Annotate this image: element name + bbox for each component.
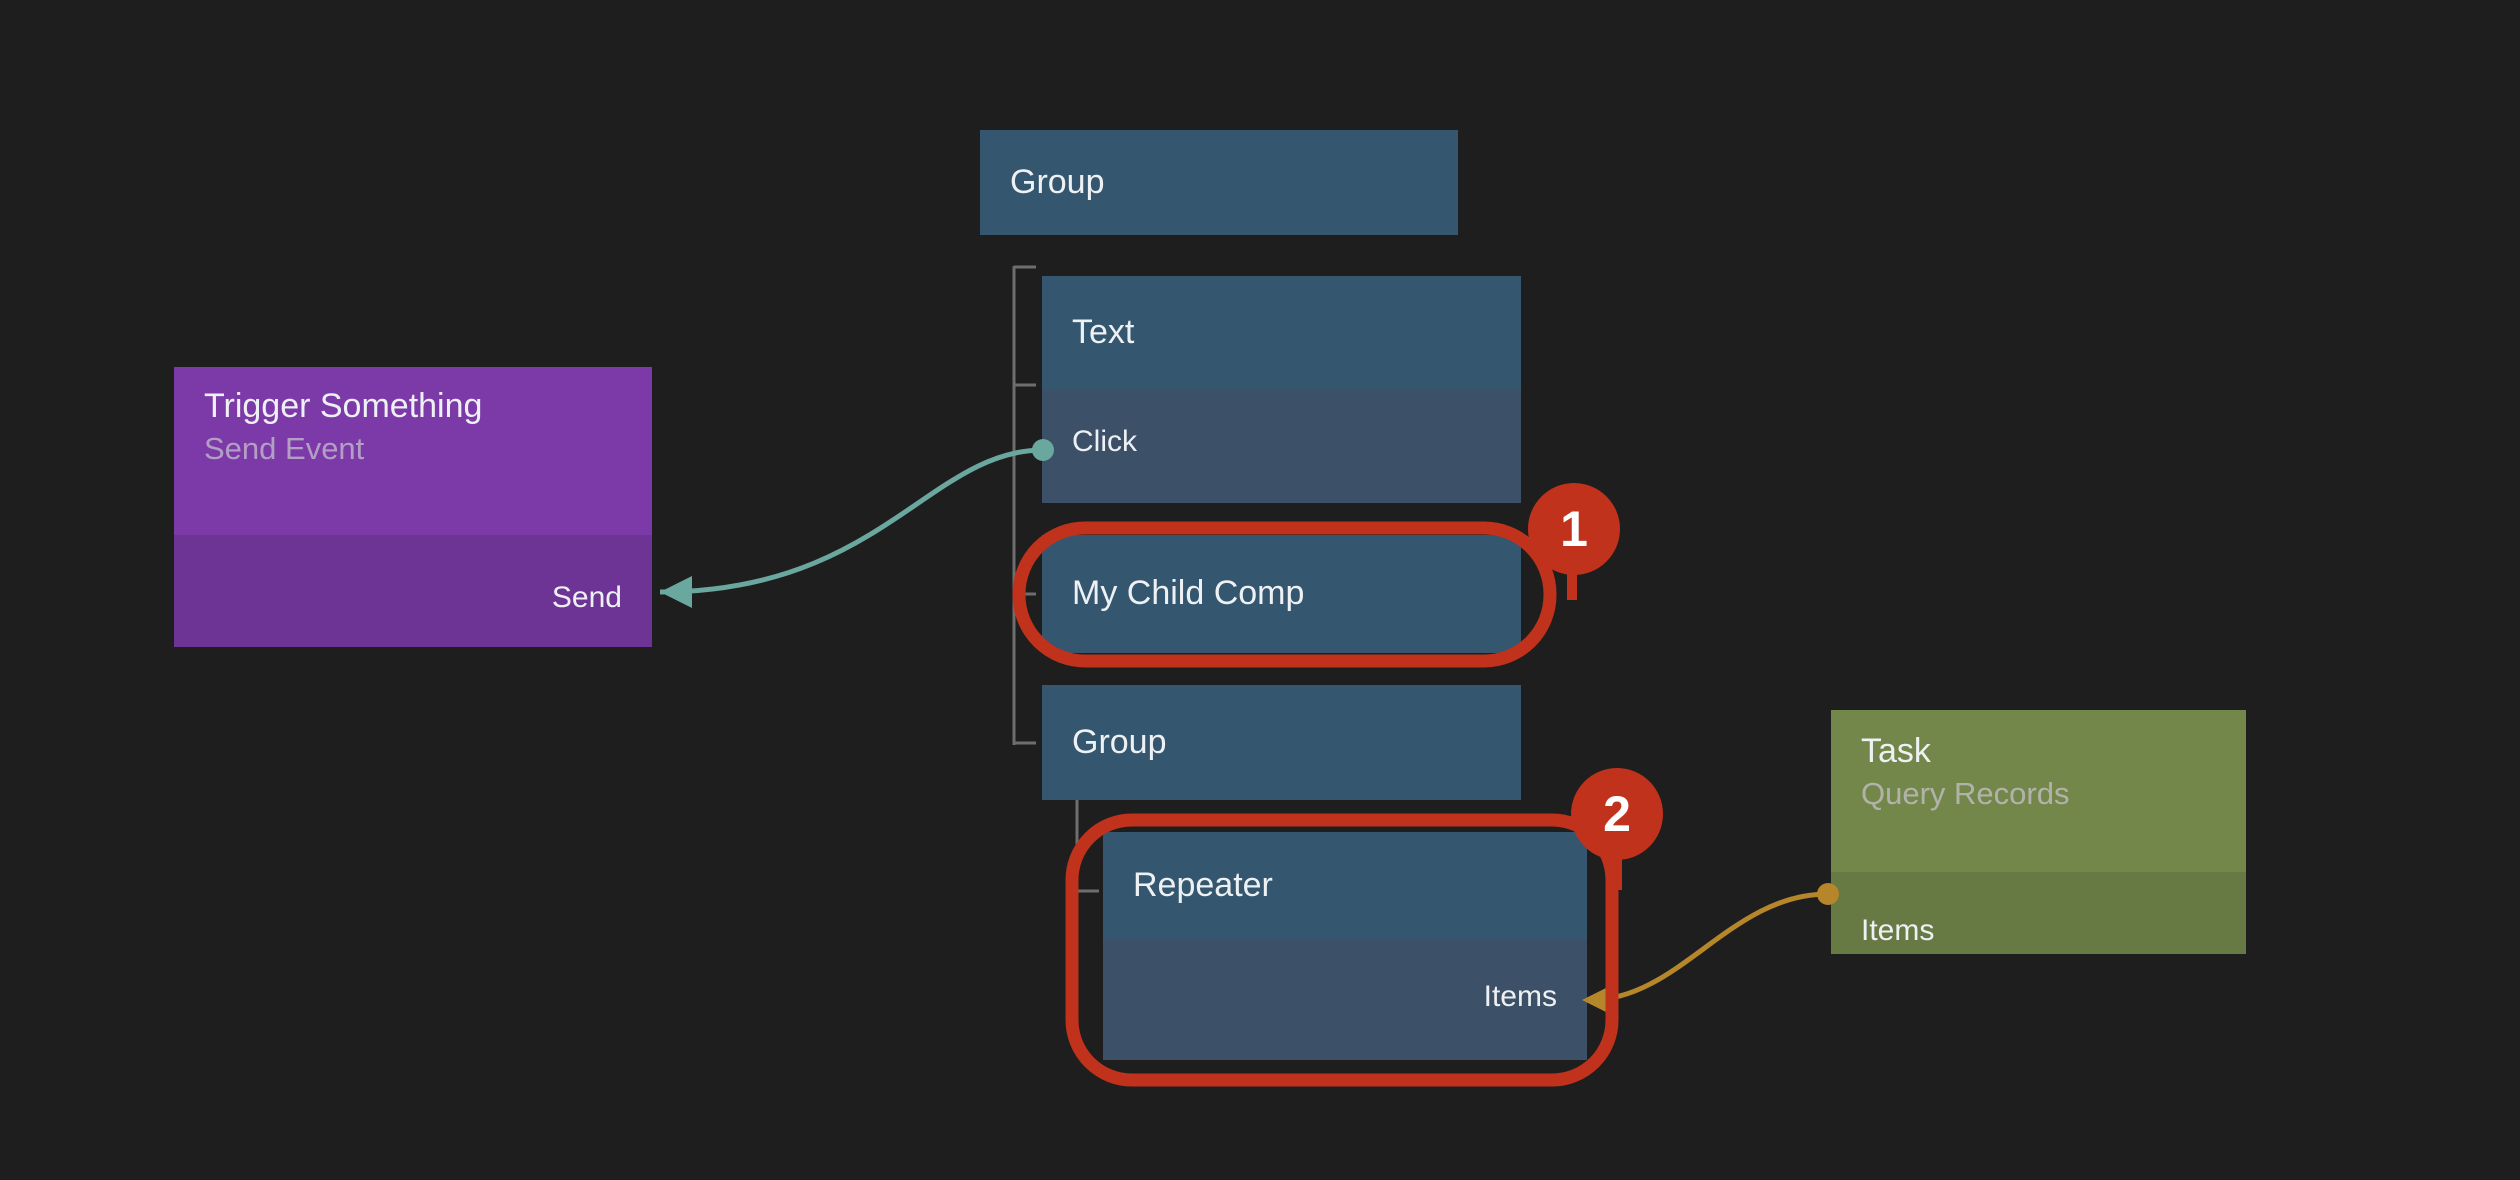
node-title: Task (1861, 732, 1931, 770)
node-subtitle: Send Event (204, 431, 365, 467)
node-body: Send (174, 535, 652, 647)
wire-click-to-send (659, 447, 1044, 595)
wire-items-to-items (1589, 891, 1829, 1003)
port-dot-click[interactable] (1032, 439, 1054, 461)
node-task[interactable]: Task Query Records Items (1831, 710, 2246, 954)
node-text[interactable]: Text Click (1042, 276, 1521, 503)
node-group-child[interactable]: Group (1042, 685, 1521, 800)
node-header: Group (980, 130, 1458, 235)
node-header: Task Query Records (1831, 710, 2246, 872)
node-group-root[interactable]: Group (980, 130, 1458, 235)
port-dot-items-task[interactable] (1817, 883, 1839, 905)
node-trigger-something[interactable]: Trigger Something Send Event Send (174, 367, 652, 647)
node-title: Text (1072, 312, 1135, 351)
node-title: Group (1010, 162, 1105, 201)
node-body: Click (1042, 389, 1521, 503)
port-label-items-in[interactable]: Items (1483, 980, 1557, 1013)
node-repeater[interactable]: Repeater Items (1103, 832, 1587, 1060)
node-header: Repeater (1103, 832, 1587, 940)
node-body: Items (1831, 872, 2246, 954)
node-body: Items (1103, 940, 1587, 1060)
node-title: Trigger Something (204, 387, 483, 425)
annotation-badge-2: 2 (1571, 768, 1663, 860)
wire-arrow-send (660, 576, 692, 608)
node-header: Text (1042, 276, 1521, 389)
node-title: Group (1072, 722, 1167, 761)
port-label-items-out[interactable]: Items (1861, 914, 1935, 947)
node-title: Repeater (1133, 866, 1273, 905)
node-subtitle: Query Records (1861, 776, 2070, 812)
annotation-badge-1: 1 (1528, 483, 1620, 575)
port-label-send[interactable]: Send (551, 581, 622, 614)
node-header: Group (1042, 685, 1521, 800)
port-label-click[interactable]: Click (1072, 425, 1137, 458)
node-header: Trigger Something Send Event (174, 367, 652, 535)
node-header: My Child Comp (1042, 535, 1521, 653)
node-title: My Child Comp (1072, 574, 1305, 613)
node-my-child-comp[interactable]: My Child Comp (1042, 535, 1521, 653)
